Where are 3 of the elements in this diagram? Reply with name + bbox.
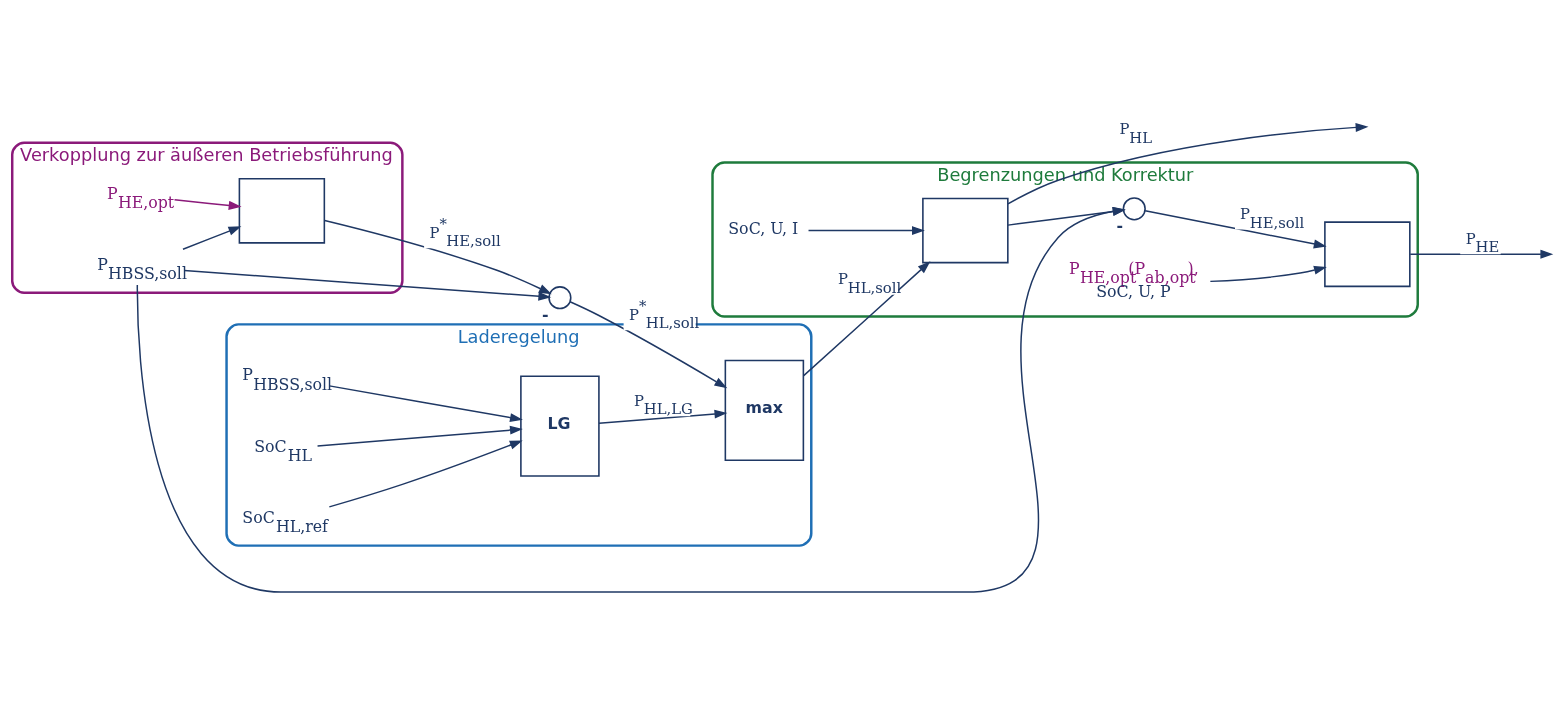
node-label: - bbox=[1116, 215, 1124, 235]
node-text: SoC, U, I bbox=[728, 218, 799, 238]
node-label: - bbox=[542, 304, 549, 324]
